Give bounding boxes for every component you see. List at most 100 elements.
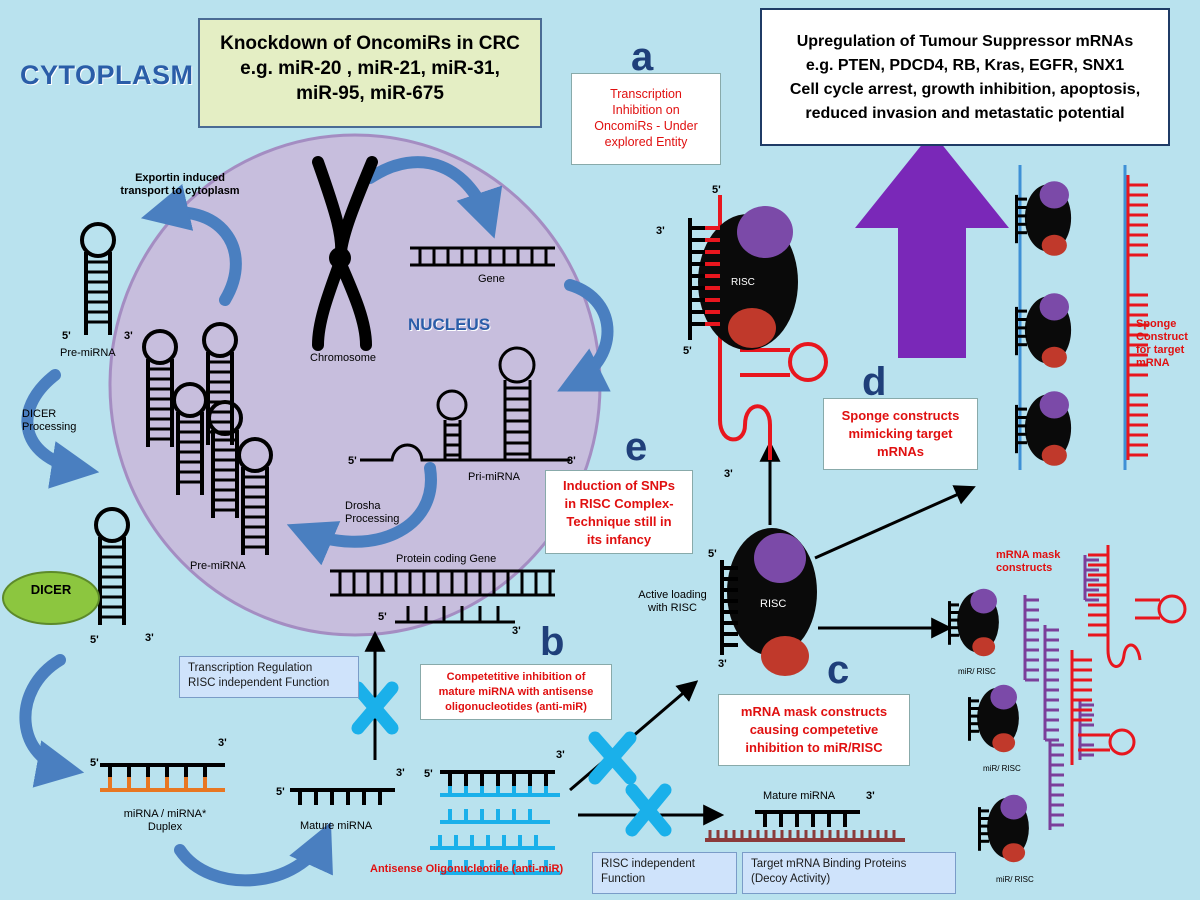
mask-risc-base bbox=[1002, 843, 1026, 863]
prime-marker: 5' bbox=[424, 768, 433, 780]
letter-e: e bbox=[625, 425, 648, 469]
note-line: Target mRNA Binding Proteins bbox=[751, 858, 907, 870]
mature-mirna-right-label: Mature miRNA bbox=[763, 790, 836, 802]
arrow-chromosome-to-gene bbox=[364, 156, 503, 239]
note-line: (Decoy Activity) bbox=[751, 873, 831, 885]
upregulation-box: Upregulation of Tumour Suppressor mRNAs … bbox=[760, 8, 1170, 146]
pre-mirna-hairpin-loop bbox=[202, 322, 238, 358]
upregulation-line: reduced invasion and metastatic potentia… bbox=[805, 105, 1125, 122]
mature-mirna-label: Mature miRNA bbox=[300, 820, 373, 832]
sponge-construct-label: Sponge Construct for target mRNA bbox=[1136, 318, 1188, 370]
callout-d-line: Sponge constructs bbox=[841, 408, 960, 423]
mask-risc-base bbox=[972, 637, 996, 657]
prime-marker: 5' bbox=[90, 757, 99, 769]
callout-a-line: Inhibition on bbox=[612, 103, 680, 117]
letter-b: b bbox=[540, 620, 565, 664]
pre-mirna-nucleus-label: Pre-miRNA bbox=[190, 560, 246, 572]
callout-b-line: Competetitive inhibition of bbox=[446, 671, 586, 683]
prime-marker: 3' bbox=[124, 330, 133, 342]
prime-marker: 5' bbox=[62, 330, 71, 342]
arrow-primirna-to-premirna bbox=[286, 462, 437, 566]
pre-mirna-hairpin-loop bbox=[207, 400, 243, 436]
cytoplasm-label: CYTOPLASM bbox=[20, 60, 194, 90]
callout-e-line: Technique still in bbox=[566, 514, 672, 529]
pre-mirna-hairpin-loop bbox=[94, 507, 130, 543]
mir-risc-label: miR/ RISC bbox=[996, 875, 1034, 884]
callout-a: Transcription Inhibition on OncomiRs - U… bbox=[571, 73, 721, 165]
pre-mirna-hairpin-loop bbox=[80, 222, 116, 258]
dicer-label: DICER bbox=[30, 582, 72, 597]
callout-c-line: mRNA mask constructs bbox=[740, 704, 888, 719]
antisense-label: Antisense Oligonucleotide (anti-miR) bbox=[370, 863, 564, 875]
sponge-line: for target bbox=[1136, 344, 1185, 356]
drosha-line: Drosha bbox=[345, 500, 381, 512]
upregulation-arrow bbox=[855, 132, 1009, 358]
mask-risc-cap bbox=[990, 684, 1017, 710]
prime-marker: 5' bbox=[712, 184, 721, 196]
pre-mirna-hairpin-loop bbox=[237, 437, 273, 473]
note-line: Function bbox=[601, 873, 646, 885]
mir-risc-label: miR/ RISC bbox=[958, 667, 996, 676]
callout-e: Induction of SNPs in RISC Complex- Techn… bbox=[545, 470, 693, 554]
mrna-mask-line: mRNA mask bbox=[996, 549, 1061, 561]
prime-marker: 3' bbox=[218, 737, 227, 749]
exportin-line: transport to cytoplasm bbox=[120, 185, 240, 197]
callout-c-line: causing competetive bbox=[749, 722, 879, 737]
sponge-risc-cap bbox=[1039, 391, 1070, 419]
knockdown-line: Knockdown of OncomiRs in CRC bbox=[220, 33, 520, 54]
active-loading-line: Active loading bbox=[638, 589, 707, 601]
callout-e-line: Induction of SNPs bbox=[563, 478, 675, 493]
mask-risc-base bbox=[992, 733, 1016, 753]
callout-e-line: in RISC Complex- bbox=[564, 496, 674, 511]
prime-marker: 3' bbox=[656, 225, 665, 237]
mrna-mask-label: mRNA mask constructs bbox=[996, 549, 1060, 575]
note-line: RISC independent Function bbox=[188, 677, 330, 689]
prime-marker: 5' bbox=[348, 455, 357, 467]
callout-e-line: its infancy bbox=[586, 532, 652, 547]
arrow-dicer-to-duplex bbox=[19, 654, 85, 788]
risc-complex-large bbox=[688, 195, 828, 460]
exportin-label: Exportin induced transport to cytoplasm bbox=[110, 172, 250, 198]
callout-a-line: OncomiRs - Under bbox=[594, 119, 698, 133]
note-transcription-regulation: Transcription Regulation RISC independen… bbox=[179, 656, 359, 698]
callout-a-line: Transcription bbox=[610, 87, 682, 101]
prime-marker: 3' bbox=[556, 749, 565, 761]
knockdown-oncomirs-box: Knockdown of OncomiRs in CRC e.g. miR-20… bbox=[198, 18, 542, 128]
sponge-line: mRNA bbox=[1136, 357, 1170, 369]
arrow-dicer-processing bbox=[21, 369, 100, 489]
pre-mirna-top-label: Pre-miRNA bbox=[60, 347, 116, 359]
prime-marker: 5' bbox=[90, 634, 99, 646]
dicer-processing-label: DICER Processing bbox=[22, 408, 102, 434]
drosha-label: Drosha Processing bbox=[345, 500, 405, 526]
letter-c: c bbox=[827, 648, 850, 692]
active-loading-label: Active loading with RISC bbox=[630, 589, 715, 615]
prime-marker: 5' bbox=[378, 611, 387, 623]
chromosome-label: Chromosome bbox=[310, 352, 377, 364]
prime-marker: 5' bbox=[276, 786, 285, 798]
prime-marker: 3' bbox=[718, 658, 727, 670]
callout-d-line: mRNAs bbox=[877, 444, 924, 459]
sponge-line: Sponge bbox=[1136, 318, 1177, 330]
drosha-line: Processing bbox=[345, 513, 400, 525]
note-line: Transcription Regulation bbox=[188, 662, 313, 674]
prime-marker: 3' bbox=[567, 455, 576, 467]
letter-d: d bbox=[862, 360, 887, 404]
callout-b-line: mature miRNA with antisense bbox=[438, 686, 594, 698]
sponge-risc-cap bbox=[1039, 181, 1070, 209]
nucleus-label: NUCLEUS bbox=[408, 315, 491, 334]
mask-risc-cap bbox=[970, 588, 997, 614]
prime-marker: 3' bbox=[396, 767, 405, 779]
dicer-processing-line: Processing bbox=[22, 421, 77, 433]
prime-marker: 3' bbox=[724, 468, 733, 480]
prime-marker: 5' bbox=[708, 548, 717, 560]
note-line: RISC independent bbox=[601, 858, 695, 870]
callout-d-line: mimicking target bbox=[848, 426, 953, 441]
upregulation-line: Upregulation of Tumour Suppressor mRNAs bbox=[796, 33, 1134, 50]
callout-a-line: explored Entity bbox=[604, 135, 688, 149]
arrow-gene-to-primirna bbox=[557, 279, 614, 392]
note-target-binding: Target mRNA Binding Proteins (Decoy Acti… bbox=[742, 852, 956, 894]
exportin-line: Exportin induced bbox=[135, 172, 225, 184]
mir-risc-label: miR/ RISC bbox=[983, 764, 1021, 773]
sponge-line: Construct bbox=[1136, 331, 1188, 343]
